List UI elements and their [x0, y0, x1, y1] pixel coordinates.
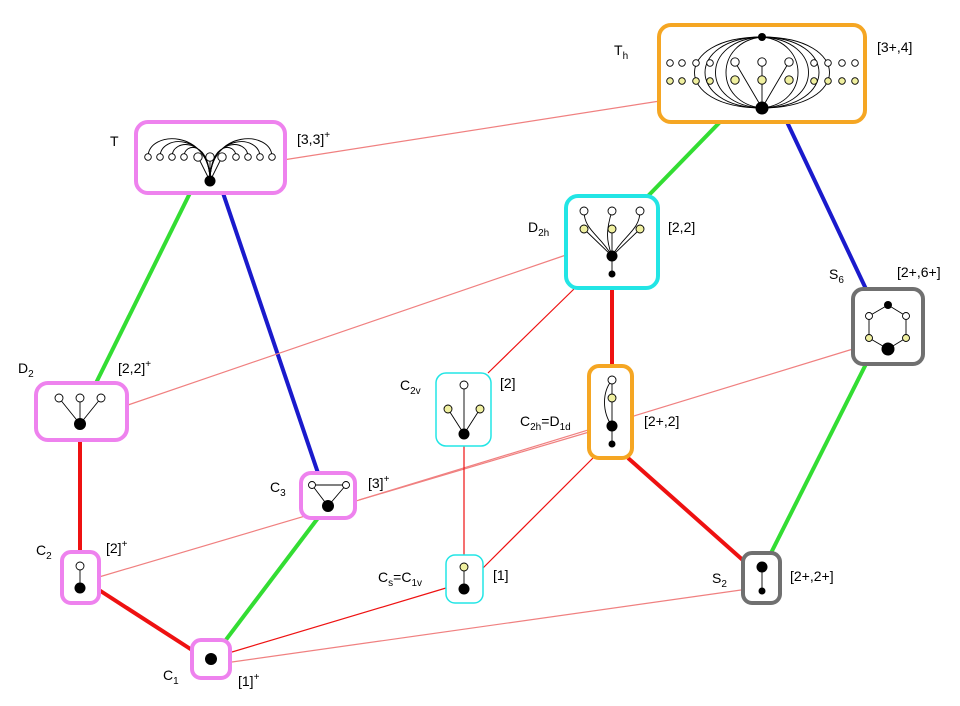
node-C1-notation: [1]+	[238, 672, 260, 689]
edge-S2-C1	[231, 589, 742, 663]
node-Cs-notation: [1]	[493, 567, 509, 583]
node-C2h[interactable]: C2h=D1d [2+,2]	[520, 364, 679, 460]
node-Th[interactable]: Th [3+,4]	[614, 23, 912, 124]
node-D2h-label: D2h	[528, 219, 549, 239]
node-D2-notation: [2,2]+	[118, 359, 151, 376]
node-S6[interactable]: S6 [2+,6+]	[829, 264, 941, 366]
edge-T-D2	[94, 192, 192, 384]
node-S2[interactable]: S2 [2+,2+]	[712, 551, 834, 605]
edge-Th-S6	[785, 121, 868, 290]
edge-D2h-C2v	[487, 287, 576, 374]
node-C2v-frame	[435, 372, 492, 447]
node-S6-notation: [2+,6+]	[897, 264, 941, 280]
edge-Th-T	[282, 100, 661, 161]
node-C3-notation: [3]+	[368, 474, 390, 491]
edge-T-C3	[221, 192, 320, 474]
edge-Cs-C1	[231, 587, 447, 653]
node-S2-notation: [2+,2+]	[790, 568, 834, 584]
node-C2v-label: C2v	[400, 377, 421, 397]
node-T[interactable]: T [3,3]+	[110, 120, 330, 195]
node-S6-frame	[851, 287, 925, 366]
edge-C2-C1	[97, 588, 194, 652]
edge-D2h-D2	[127, 254, 567, 406]
node-C2[interactable]: C2 [2]+	[36, 539, 128, 605]
node-S6-label: S6	[829, 266, 844, 286]
edge-Th-D2h	[646, 120, 722, 198]
node-T-notation: [3,3]+	[297, 130, 330, 147]
edges	[78, 100, 868, 663]
node-D2h-notation: [2,2]	[668, 219, 695, 235]
node-T-label: T	[110, 133, 119, 149]
node-C2v-notation: [2]	[500, 375, 516, 391]
node-C3-label: C3	[270, 479, 286, 499]
node-C2-notation: [2]+	[106, 539, 128, 556]
node-D2-label: D2	[18, 360, 34, 380]
node-Th-label: Th	[614, 42, 628, 62]
node-C2-label: C2	[36, 542, 52, 562]
node-C2-frame	[60, 550, 101, 605]
node-C2h-notation: [2+,2]	[644, 413, 679, 429]
node-Cs[interactable]: Cs=C1v [1]	[378, 554, 509, 604]
node-Cs-frame	[445, 554, 484, 604]
edge-S6-S2	[769, 363, 868, 554]
node-S2-label: S2	[712, 570, 727, 590]
node-C1-label: C1	[163, 667, 179, 687]
node-C2h-label: C2h=D1d	[520, 413, 571, 433]
node-C3[interactable]: C3 [3]+	[270, 471, 390, 520]
node-D2h[interactable]: D2h [2,2]	[528, 194, 695, 290]
edge-C3-C1	[220, 516, 320, 647]
edge-C2h-S2	[626, 456, 747, 564]
node-C1[interactable]: C1 [1]+	[163, 638, 260, 689]
node-C2v[interactable]: C2v [2]	[400, 372, 516, 447]
node-D2[interactable]: D2 [2,2]+	[18, 359, 151, 442]
node-S2-frame	[741, 551, 782, 605]
node-C2h-frame	[587, 364, 634, 460]
node-Cs-label: Cs=C1v	[378, 569, 422, 589]
node-D2-frame	[34, 381, 129, 442]
node-Th-notation: [3+,4]	[877, 39, 912, 55]
